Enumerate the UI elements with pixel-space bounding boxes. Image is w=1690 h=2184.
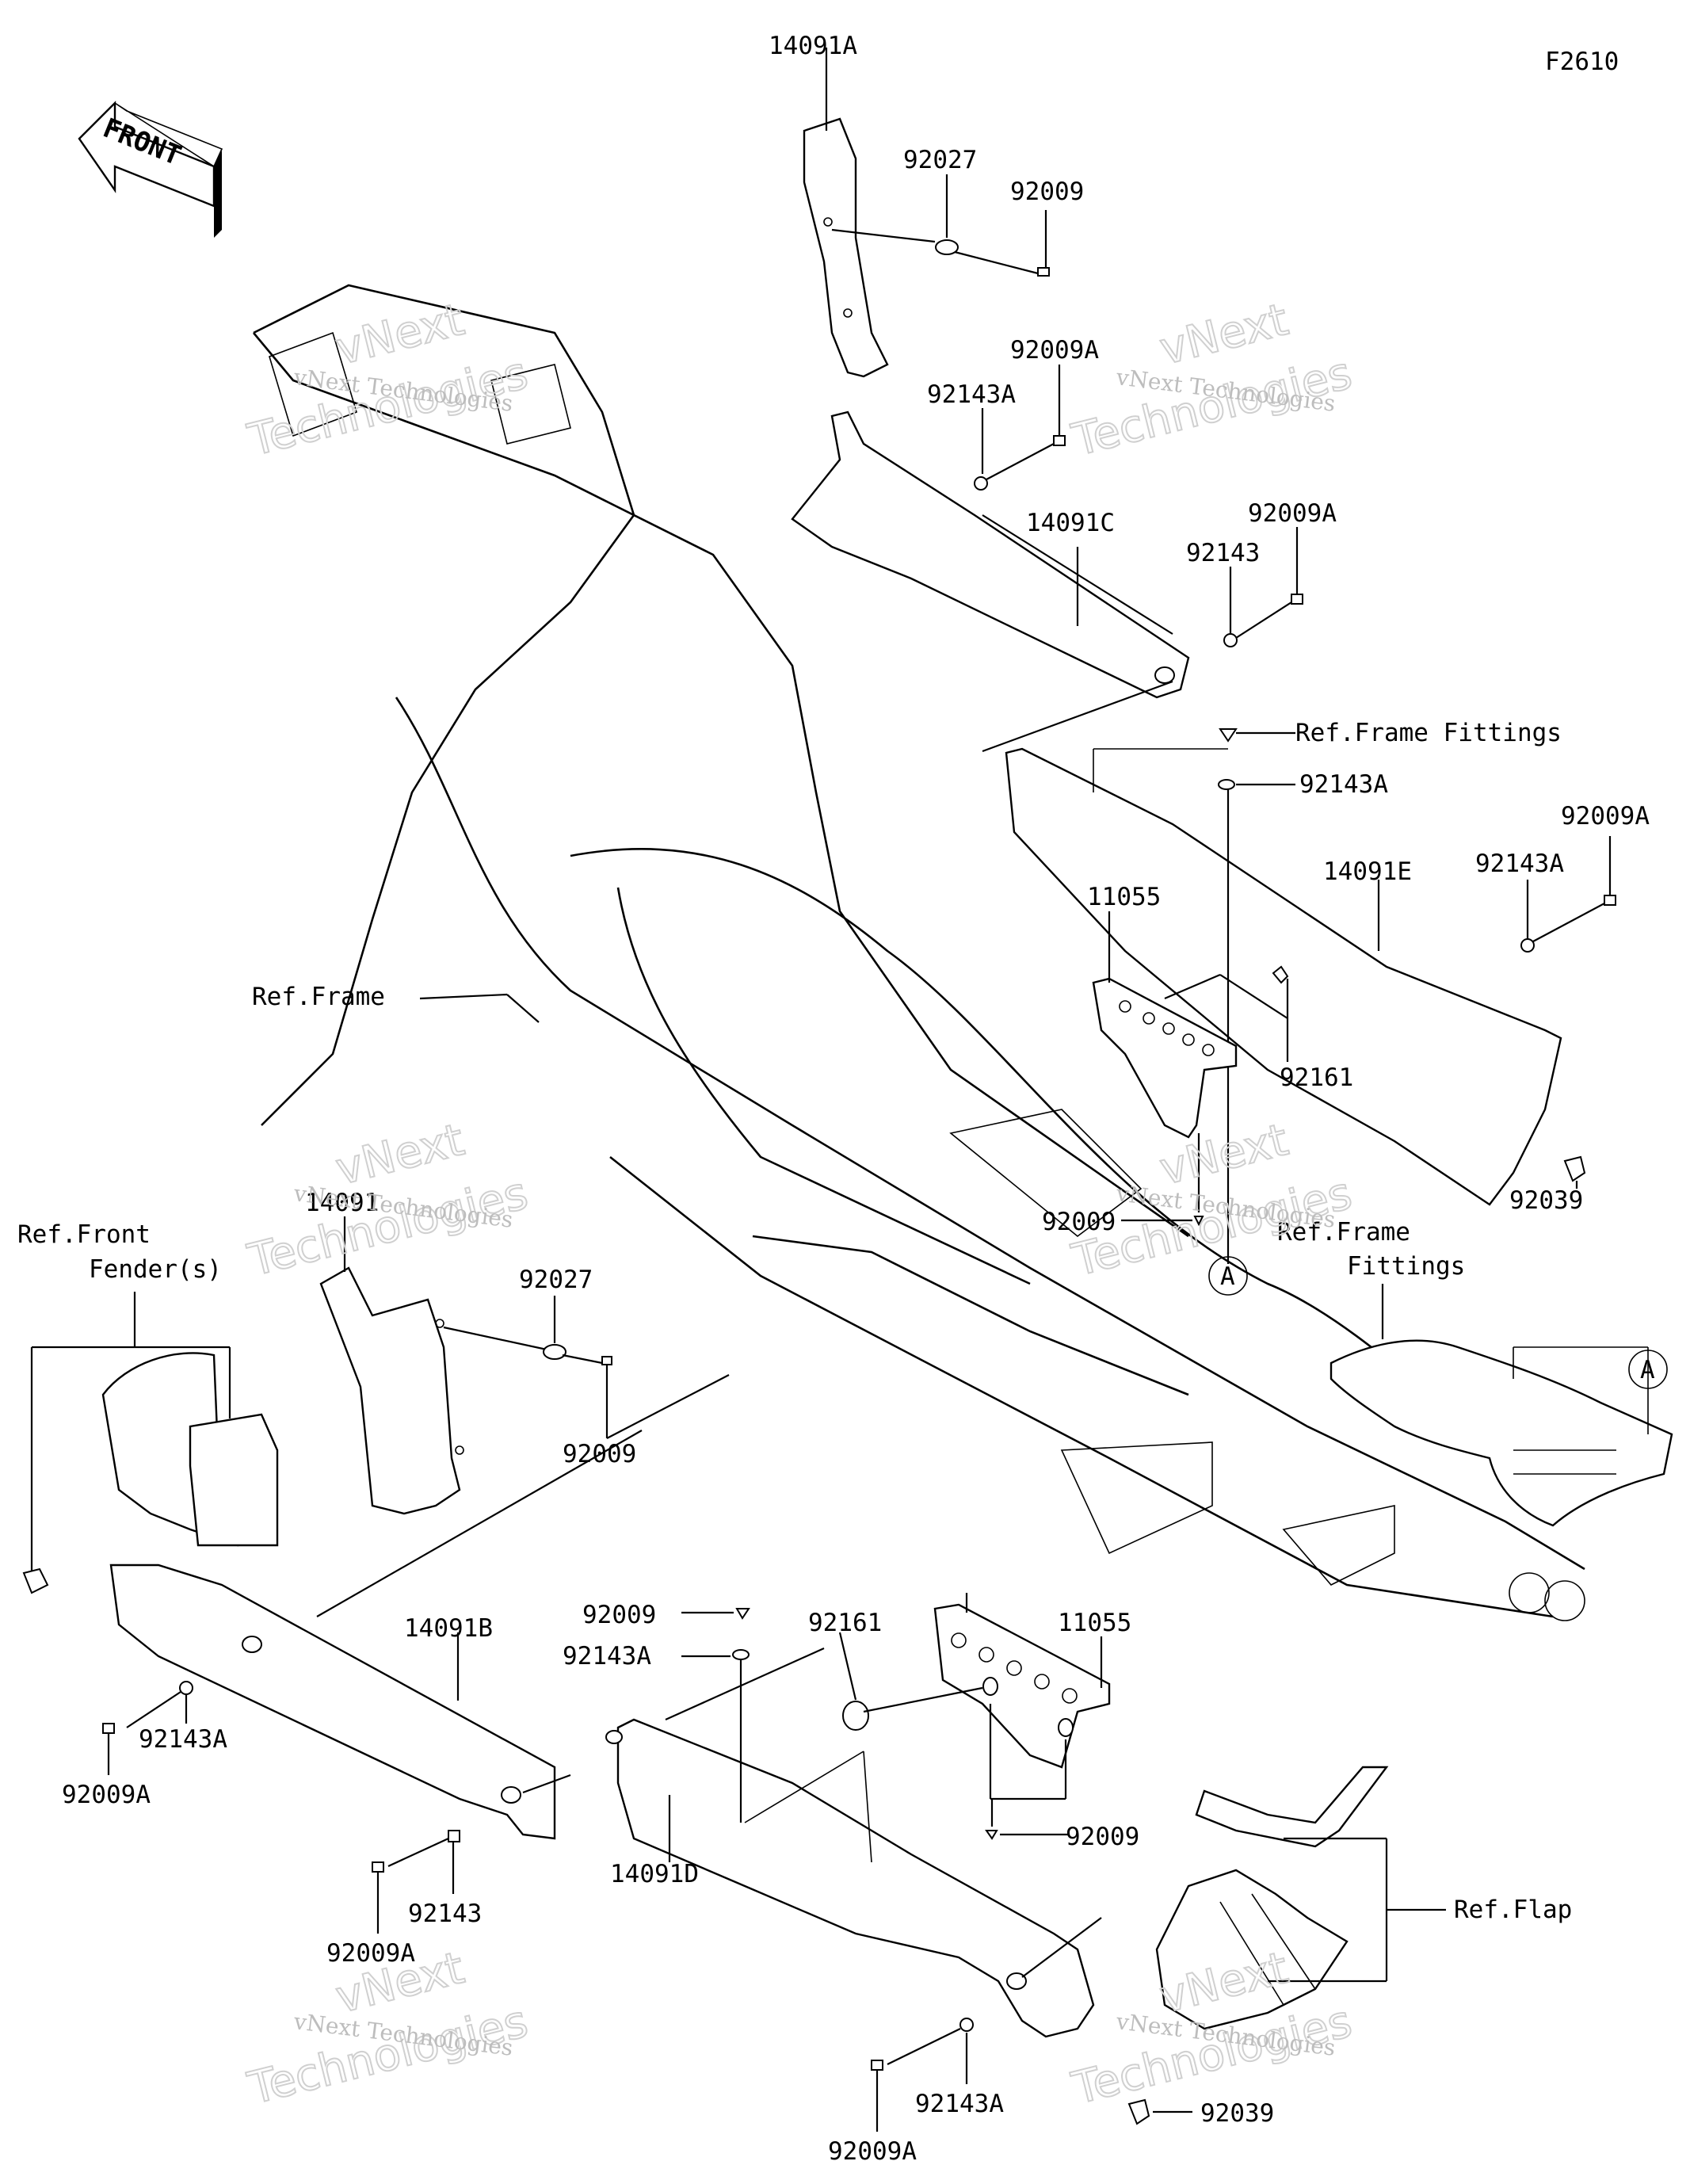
screw-92009a-top xyxy=(1053,435,1066,446)
label-92161-top: 92161 xyxy=(1280,1063,1353,1092)
callout-a-top xyxy=(1208,1256,1248,1296)
label-14091a: 14091A xyxy=(769,32,857,60)
label-14091e: 14091E xyxy=(1323,857,1412,886)
nut-92143a-bottom xyxy=(959,2018,974,2032)
label-92143a-5: 92143A xyxy=(563,1642,651,1670)
clip-92039-bottom xyxy=(1127,2098,1150,2125)
screw-92009-top xyxy=(1037,267,1050,277)
label-92027-mid: 92027 xyxy=(519,1266,593,1294)
label-92009a-6: 92009A xyxy=(828,2137,917,2166)
cover-14091d xyxy=(605,1647,1102,2038)
nut-92143a-top xyxy=(974,476,988,491)
label-92009a-5: 92009A xyxy=(326,1939,415,1968)
label-11055-top: 11055 xyxy=(1087,883,1161,911)
washer-92027-mid xyxy=(543,1344,567,1360)
nut-92143a-bottom-center xyxy=(732,1649,750,1660)
screw-92009-bottom-center xyxy=(735,1608,750,1620)
label-92143a-3: 92143A xyxy=(1475,850,1564,878)
label-92161-bot: 92161 xyxy=(808,1609,882,1637)
label-92143a-1: 92143A xyxy=(927,380,1016,409)
label-92009a-2: 92009A xyxy=(1248,499,1337,528)
label-92143-top: 92143 xyxy=(1186,539,1260,567)
cover-14091a xyxy=(803,48,936,378)
screw-92009a-right xyxy=(1291,594,1303,605)
ref-frame-fittings-right-line2: Fittings xyxy=(1347,1252,1465,1281)
front-arrow-icon: FRONT xyxy=(78,101,223,238)
label-92027-top: 92027 xyxy=(903,146,977,174)
label-92009-bot2: 92009 xyxy=(1066,1823,1139,1851)
front-fender-ref xyxy=(30,1292,279,1577)
label-92039-top: 92039 xyxy=(1509,1186,1583,1215)
label-92039-bot: 92039 xyxy=(1200,2099,1274,2128)
screw-92009-mid xyxy=(1193,1216,1204,1227)
label-14091d: 14091D xyxy=(610,1860,699,1888)
label-92009a-3: 92009A xyxy=(1561,802,1650,830)
callout-a-right xyxy=(1628,1350,1668,1389)
nut-92143-top xyxy=(1223,633,1238,647)
figure-code: F2610 xyxy=(1545,48,1619,76)
label-11055-bot: 11055 xyxy=(1058,1609,1131,1637)
label-14091b: 14091B xyxy=(404,1614,493,1643)
nut-92143a-left xyxy=(179,1681,193,1695)
ref-frame-fittings-top: Ref.Frame Fittings xyxy=(1295,719,1562,747)
screw-ref-frame-top xyxy=(1219,728,1238,743)
label-92143-bot: 92143 xyxy=(408,1900,482,1928)
ref-frame-fittings-right-line1: Ref.Frame xyxy=(1277,1218,1410,1247)
ref-frame: Ref.Frame xyxy=(252,983,385,1011)
screw-92009a-bottom xyxy=(372,1861,384,1873)
ref-flap: Ref.Flap xyxy=(1454,1896,1572,1924)
watermark-big-3a: vNext xyxy=(331,1114,469,1196)
cover-14091b xyxy=(109,1430,643,1840)
part-labels: 14091A 92027 92009 92009A 92143A 14091C … xyxy=(62,32,1650,2166)
grommet-92161-bottom xyxy=(842,1701,869,1731)
label-92009-mid: 92009 xyxy=(1042,1208,1116,1236)
screw-92009a-left xyxy=(102,1723,115,1734)
cover-14091c xyxy=(791,410,1190,699)
watermark-big-1a: vNext xyxy=(331,294,469,376)
label-14091c: 14091C xyxy=(1026,509,1115,537)
cover-14091 xyxy=(319,1216,547,1515)
label-92009-top: 92009 xyxy=(1010,178,1084,206)
watermark-big-2a: vNext xyxy=(1155,294,1293,376)
label-92143a-6: 92143A xyxy=(915,2090,1004,2118)
grommet-92161-top xyxy=(1272,965,1289,984)
screw-92009a-bottom-center xyxy=(871,2060,883,2071)
screw-92009a-far-right xyxy=(1604,895,1616,906)
label-92143a-4: 92143A xyxy=(139,1725,227,1754)
label-92143a-2: 92143A xyxy=(1299,770,1388,799)
ref-front-fender-line1: Ref.Front xyxy=(17,1220,151,1249)
clip-92039-top xyxy=(1563,1155,1586,1182)
label-92009a-1: 92009A xyxy=(1010,336,1099,365)
nut-92143a-right xyxy=(1520,938,1535,953)
reference-labels: Ref.Frame Fittings Ref.Frame Ref.Front F… xyxy=(17,719,1572,1924)
label-92009-left: 92009 xyxy=(563,1440,636,1468)
callout-a-right-label: A xyxy=(1640,1356,1655,1384)
label-14091: 14091 xyxy=(305,1189,379,1217)
nut-92143-bottom xyxy=(448,1830,460,1842)
ref-front-fender-line2: Fender(s) xyxy=(89,1255,222,1284)
screw-92009-left xyxy=(601,1356,612,1365)
callout-a-top-label: A xyxy=(1220,1262,1235,1291)
flap-ref xyxy=(1155,1766,1446,2030)
screw-92009-bottom-bracket xyxy=(985,1830,998,1840)
bracket-11055-top xyxy=(1092,911,1288,1139)
clip-ref-fender xyxy=(22,1567,49,1594)
label-92009a-4: 92009A xyxy=(62,1781,151,1809)
label-92009-bot1: 92009 xyxy=(582,1601,656,1629)
frame-fittings-panel xyxy=(1329,1284,1673,1527)
nut-92143a-center xyxy=(1218,779,1235,790)
washer-92027-top xyxy=(935,239,959,255)
